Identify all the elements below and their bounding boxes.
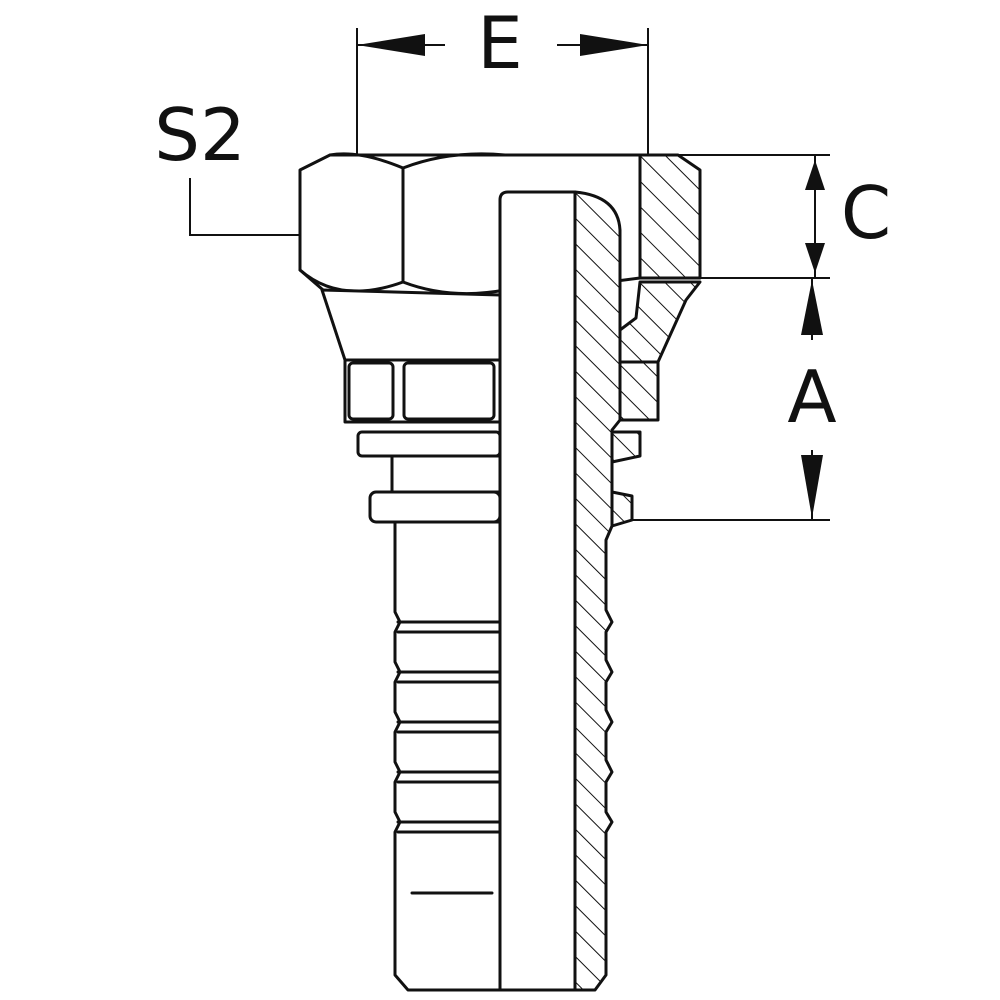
- arrowhead-e-right: [580, 34, 648, 56]
- label-a: A: [787, 355, 836, 439]
- nut-collar: [320, 288, 502, 362]
- hose-fitting: [298, 152, 702, 992]
- nut-window-left: [347, 361, 395, 421]
- label-c: C: [841, 171, 891, 255]
- arrowhead-e-left: [357, 34, 425, 56]
- dimension-a: A: [630, 278, 837, 521]
- arrowhead-c-bottom: [805, 243, 825, 273]
- dimension-s2: S2: [154, 93, 355, 247]
- band-section-hatch: [618, 360, 660, 422]
- flange-ring-lower: [368, 490, 502, 524]
- label-e: E: [477, 1, 523, 85]
- hose-shank: [393, 520, 502, 992]
- label-s2: S2: [154, 93, 246, 177]
- ring-section-hatch: [610, 430, 642, 528]
- inner-bore: [498, 190, 577, 992]
- dimension-c: C: [648, 154, 891, 279]
- arrowhead-c-top: [805, 160, 825, 190]
- stem-wall-hatch: [573, 190, 622, 992]
- dimension-e: E: [356, 1, 649, 157]
- leader-line-s2: [189, 178, 340, 236]
- nut-band: [343, 358, 502, 424]
- hex-nut-curve-left: [328, 152, 405, 170]
- flange-collar: [390, 454, 502, 494]
- arrowhead-a-top: [801, 280, 823, 335]
- hex-nut-curve-top: [401, 152, 507, 170]
- collar-section-hatch: [618, 280, 702, 364]
- nut-section-hatch: [638, 153, 702, 280]
- nut-window-right: [402, 361, 496, 421]
- arrowhead-a-bottom: [801, 455, 823, 518]
- flange-ring-upper: [356, 430, 502, 458]
